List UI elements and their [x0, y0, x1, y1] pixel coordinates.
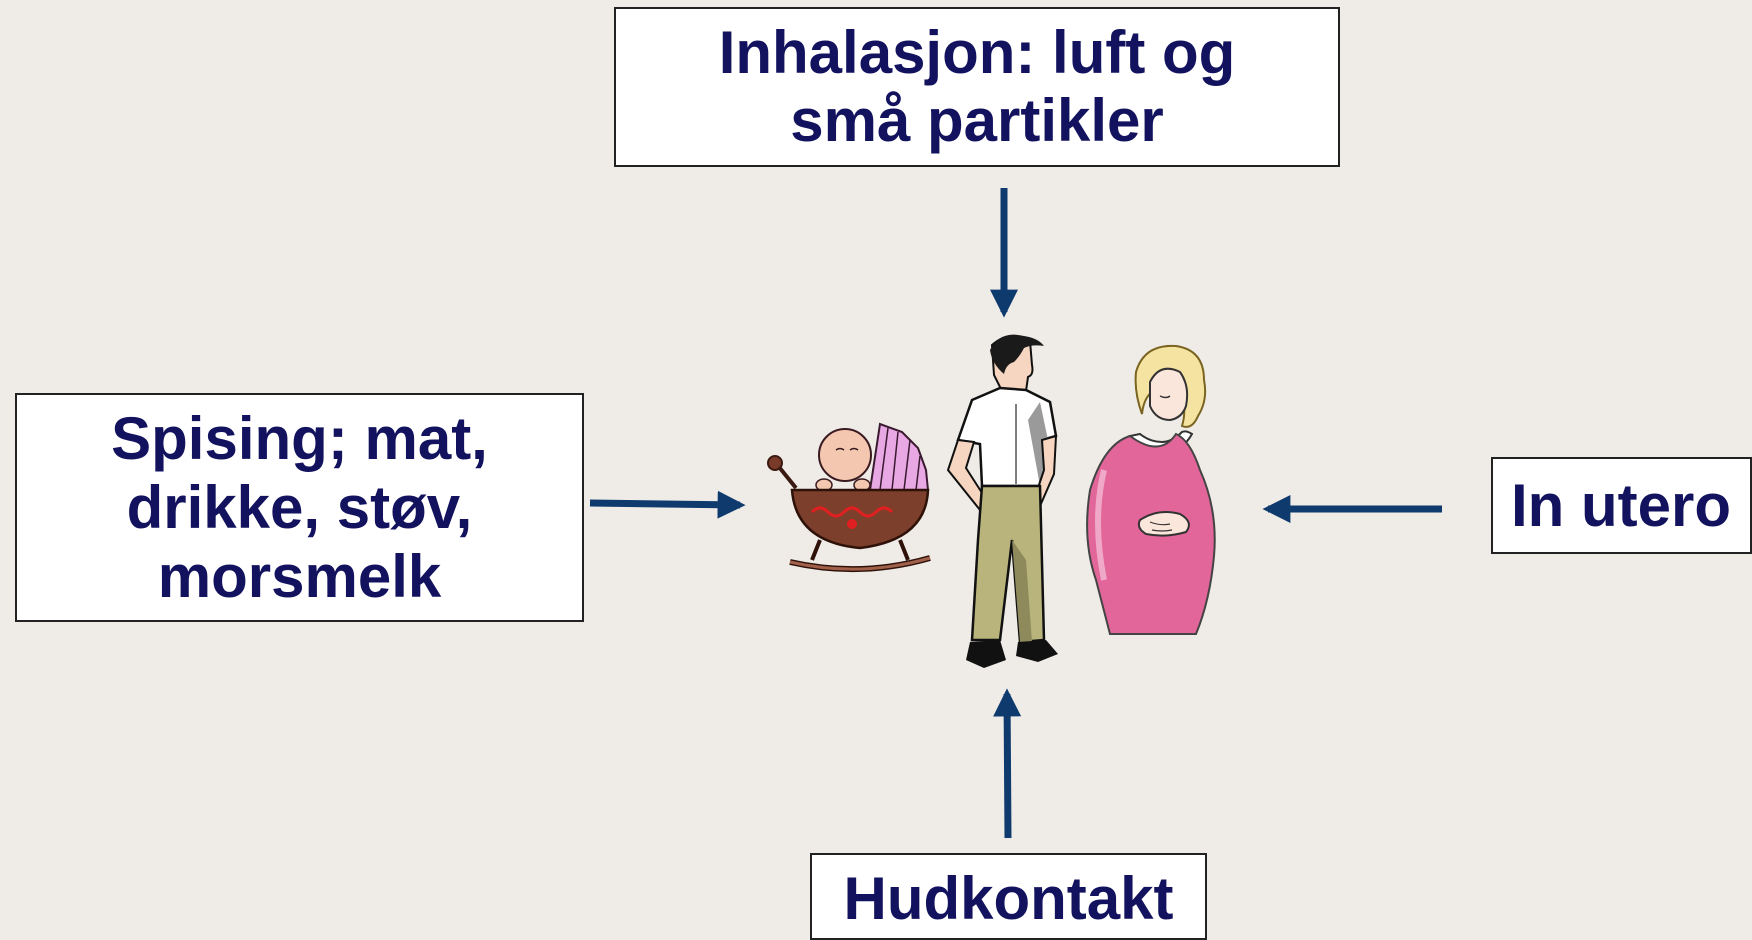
pregnant-woman-icon [1086, 344, 1216, 635]
baby-cradle-icon [767, 422, 931, 573]
eating-box: Spising; mat, drikke, støv, morsmelk [15, 393, 584, 622]
in-utero-box: In utero [1491, 457, 1752, 554]
skin-contact-box: Hudkontakt [810, 853, 1207, 940]
man-icon [946, 334, 1058, 668]
arrow-skin-contact [993, 688, 1022, 839]
arrow-eating [589, 490, 746, 519]
inhalation-label: Inhalasjon: luft og små partikler [718, 19, 1236, 154]
skin-contact-label: Hudkontakt [843, 865, 1174, 932]
eating-label: Spising; mat, drikke, støv, morsmelk [111, 405, 488, 610]
in-utero-label: In utero [1511, 471, 1731, 539]
inhalation-box: Inhalasjon: luft og små partikler [614, 7, 1340, 167]
